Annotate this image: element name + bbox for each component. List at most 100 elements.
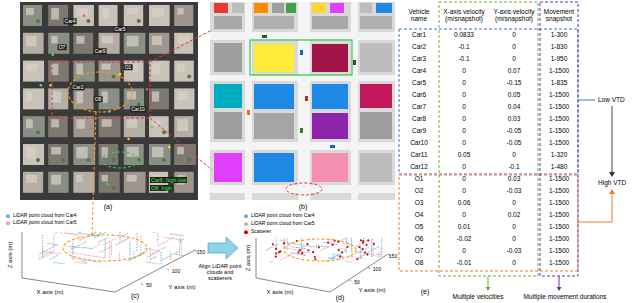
table-cell-holder: 1-1500 <box>549 187 569 194</box>
point-cloud-plot-part-part <box>373 247 374 248</box>
point-cloud-plot-part-part <box>323 249 324 250</box>
table-cell: 0.0833 <box>454 31 474 38</box>
point-cloud-plot-part-part <box>99 233 100 234</box>
vehicle-tag-holder: O7 <box>58 45 67 51</box>
point-cloud-plot-part-part <box>381 246 382 247</box>
satellite-map-part-part <box>127 119 137 128</box>
grid-map-part <box>214 112 242 139</box>
point-cloud-plot-part-part <box>278 251 280 253</box>
table-frames-part <box>612 106 613 172</box>
point-cloud-plot-part-part <box>111 249 112 250</box>
point-cloud-plot-part-part <box>359 244 360 245</box>
point-cloud-plot-part-part <box>53 248 54 249</box>
table-frames-part <box>488 276 489 287</box>
legend-text: LiDAR point cloud from Car4 <box>13 212 77 218</box>
point-cloud-plot-part <box>115 250 195 292</box>
point-cloud-plot-part-part <box>330 243 331 244</box>
point-cloud-plot-part-part <box>53 257 54 258</box>
point-cloud-plot-part-part <box>148 256 149 257</box>
point-cloud-plot-part-part <box>109 254 110 255</box>
point-cloud-plot-part-part <box>304 252 305 253</box>
table-cell-holder: 0 <box>512 31 516 38</box>
point-cloud-plot-part-part <box>368 251 369 252</box>
point-cloud-plot-part-part <box>168 237 169 238</box>
point-cloud-plot-part-part <box>176 254 177 255</box>
point-cloud-plot-part-part <box>109 258 110 259</box>
point-cloud-plot-part-part <box>42 251 43 252</box>
point-cloud-plot-part-part <box>107 248 108 249</box>
point-cloud-plot-part-part <box>352 251 353 252</box>
point-cloud-plot-part-part <box>50 243 51 244</box>
table-frames-part <box>578 100 595 101</box>
point-cloud-plot-part-part <box>130 259 131 260</box>
satellite-map-part-part <box>124 172 146 193</box>
point-cloud-plot-part-part <box>49 252 50 253</box>
satellite-map-part-part <box>112 186 116 190</box>
point-cloud-plot-part-part <box>109 243 110 244</box>
satellite-map-part-part <box>73 172 94 193</box>
table-cell-holder: O6 <box>415 235 424 242</box>
point-cloud-plot-part-part <box>381 243 382 244</box>
point-cloud-plot-part-part <box>381 252 382 253</box>
grid-map-part <box>353 60 356 65</box>
point-cloud-plot-part-part <box>42 248 43 249</box>
tick-label-holder: 100 <box>373 267 381 273</box>
point-cloud-plot-part-part <box>105 251 106 252</box>
point-cloud-plot-part-part <box>126 239 127 240</box>
point-cloud-plot-part-part <box>287 243 288 244</box>
point-cloud-plot-part-part <box>85 241 86 242</box>
point-cloud-plot-part-part <box>304 254 305 255</box>
point-cloud-plot-part-part <box>371 251 372 252</box>
point-cloud-plot-part-part <box>285 242 286 243</box>
point-cloud-plot-part-part <box>284 239 285 240</box>
point-cloud-plot-part-part <box>358 257 359 258</box>
point-cloud-plot-part-part <box>108 242 109 243</box>
point-cloud-plot-part-part <box>380 252 381 253</box>
annotation: Multiple movement durations <box>523 293 606 300</box>
point-cloud-plot-part-part <box>358 252 359 253</box>
point-cloud-plot-part-part <box>42 253 43 254</box>
point-cloud-plot-part-part <box>362 250 363 251</box>
legend-entry: LiDAR point cloud from Car5 <box>244 221 315 227</box>
table-cell-holder: 0 <box>462 163 466 170</box>
table-cell-holder: 0 <box>462 103 466 110</box>
point-cloud-plot-part-part <box>157 236 158 237</box>
point-cloud-plot-part-part <box>137 247 138 248</box>
point-cloud-plot-part-part <box>276 243 277 244</box>
point-cloud-plot-part-part <box>356 245 357 246</box>
satellite-map-part-part <box>26 91 32 101</box>
point-cloud-plot-part-part <box>267 249 268 250</box>
point-cloud-plot-part-part <box>109 242 110 243</box>
table-cell-holder: Car6 <box>412 91 426 98</box>
point-cloud-plot-part-part <box>140 245 141 246</box>
point-cloud-plot-part-part <box>337 254 338 255</box>
point-cloud-plot-part <box>22 278 115 292</box>
point-cloud-plot-part-part <box>173 237 174 238</box>
point-cloud-plot-part-part <box>330 241 331 242</box>
satellite-map-part-part <box>51 175 61 185</box>
point-cloud-plot-part-part <box>72 248 73 249</box>
point-cloud-plot-part-part <box>88 248 89 249</box>
point-cloud-plot-part-part <box>45 252 46 253</box>
point-cloud-plot-part-part <box>355 254 356 255</box>
table-cell: 0 <box>462 211 466 218</box>
point-cloud-plot-part-part <box>111 244 112 245</box>
satellite-map-part-part <box>149 88 169 109</box>
point-cloud-plot-part-part <box>280 240 281 241</box>
point-cloud-plot-part-part <box>373 255 374 256</box>
point-cloud-plot-part-part <box>304 248 305 249</box>
grid-map-part <box>360 84 392 108</box>
table-frames-part <box>540 2 578 276</box>
table-cell-holder: -0.1 <box>508 163 519 170</box>
axis-label-holder: X axis (m) <box>267 289 294 296</box>
point-cloud-plot-part-part <box>333 258 334 259</box>
point-cloud-plot-part-part <box>120 232 121 233</box>
grid-map-part <box>247 110 250 115</box>
table-cell: 0 <box>462 79 466 86</box>
point-cloud-plot-part-part <box>140 239 141 240</box>
point-cloud-plot-part-part <box>357 245 358 246</box>
point-cloud-plot-part-part <box>124 234 125 235</box>
point-cloud-plot-part-part <box>381 244 382 245</box>
point-cloud-plot-part-part <box>373 243 375 245</box>
table-cell-holder: -0.05 <box>507 127 522 134</box>
